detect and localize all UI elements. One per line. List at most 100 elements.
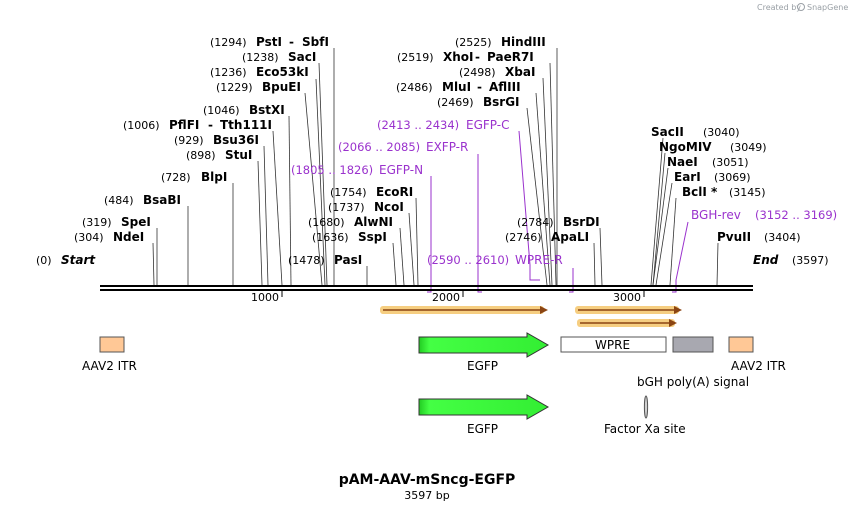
connector-bsu36i (263, 145, 269, 286)
connector-stui (257, 160, 263, 286)
site-name-bstxi[interactable]: BstXI (249, 103, 285, 117)
connector-bpuei (304, 92, 323, 286)
primer-range: (2590 .. 2610) (427, 253, 509, 267)
site-name-ecori[interactable]: EcoRI (376, 185, 413, 199)
site-name-blpi[interactable]: BlpI (201, 170, 227, 184)
site-separator: - (289, 35, 294, 49)
connector-ncoi (408, 212, 415, 286)
connector-sacii (650, 137, 664, 286)
site-name-sbfi[interactable]: SbfI (302, 35, 329, 49)
site-name-bsabi[interactable]: BsaBI (143, 193, 181, 207)
site-name-tth111i[interactable]: Tth111I (220, 118, 272, 132)
site-name-bsu36i[interactable]: Bsu36I (213, 133, 259, 147)
site-connectors (152, 48, 719, 286)
site-name-xhoi[interactable]: XhoI (443, 50, 474, 64)
site-name-sspi[interactable]: SspI (358, 230, 387, 244)
orf-arrows (380, 306, 682, 327)
site-pos: (728) (161, 171, 191, 184)
site-name-stui[interactable]: StuI (225, 148, 252, 162)
site-name-afliii[interactable]: AflIII (489, 80, 521, 94)
primer-name-wpre-r[interactable]: WPRE-R (515, 253, 563, 267)
primer-name-egfp-n[interactable]: EGFP-N (379, 163, 423, 177)
site-pos: (304) (74, 231, 104, 244)
site-name-eari[interactable]: EarI (674, 170, 701, 184)
feature-factor-xa-site[interactable]: Factor Xa site (604, 395, 686, 436)
start-marker: (0) Start (36, 253, 96, 267)
site-pos: (1478) (288, 254, 325, 267)
connector-ngomiv (652, 152, 666, 286)
site-name-naei[interactable]: NaeI (667, 155, 698, 169)
site-pos: (1737) (328, 201, 365, 214)
feature-label: WPRE (595, 338, 630, 352)
feature-label: AAV2 ITR (82, 359, 137, 373)
site-name-hindiii[interactable]: HindIII (501, 35, 546, 49)
site-name-pflfi[interactable]: PflFI (169, 118, 199, 132)
site-name-alwni[interactable]: AlwNI (354, 215, 393, 229)
site-name-ngomiv[interactable]: NgoMIV (659, 140, 712, 154)
primer-labels: (2413 .. 2434) EGFP-C (2066 .. 2085) EXF… (291, 118, 837, 267)
feature-label: EGFP (467, 422, 498, 436)
feature-egfp-2[interactable]: EGFP (418, 394, 550, 436)
site-pos: (2498) (459, 66, 496, 79)
site-name-bsrdi[interactable]: BsrDI (563, 215, 600, 229)
site-name-apali[interactable]: ApaLI (551, 230, 589, 244)
map-title-block: pAM-AAV-mSncg-EGFP 3597 bp (339, 472, 516, 502)
end-position: (3597) (792, 254, 829, 267)
site-name-eco53ki[interactable]: Eco53kI (256, 65, 309, 79)
site-separator: - (477, 80, 482, 94)
feature-aav2-itr-left[interactable]: AAV2 ITR (82, 336, 137, 373)
connector-bstxi (288, 115, 292, 286)
map-length: 3597 bp (404, 489, 449, 502)
orf-arrow[interactable] (577, 319, 677, 327)
connector-xbai (542, 77, 553, 286)
site-name-bsrgi[interactable]: BsrGI (483, 95, 520, 109)
site-pos: (1636) (312, 231, 349, 244)
primer-name-bgh-rev[interactable]: BGH-rev (691, 208, 741, 222)
feature-egfp[interactable]: EGFP (418, 332, 550, 373)
backbone-bottom-strand (100, 289, 753, 291)
site-name-xbai[interactable]: XbaI (505, 65, 535, 79)
site-name-spei[interactable]: SpeI (121, 215, 151, 229)
end-marker: End (3597) (753, 253, 829, 267)
backbone-top-strand (100, 285, 753, 287)
site-pos: (929) (174, 134, 204, 147)
site-name-bpuei[interactable]: BpuEI (262, 80, 301, 94)
orf-arrow[interactable] (575, 306, 682, 314)
site-name-pvuii[interactable]: PvuII (717, 230, 751, 244)
site-name-saci[interactable]: SacI (288, 50, 316, 64)
site-name-paer7i[interactable]: PaeR7I (487, 50, 534, 64)
ruler-label-1000: 1000 (251, 291, 279, 304)
feature-aav2-itr-right[interactable]: AAV2 ITR (728, 336, 786, 373)
site-labels-left: (1294) PstI - SbfI (1238) SacI (1236) Ec… (74, 35, 329, 244)
features: AAV2 ITR EGFP WPRE bGH poly(A) signal AA… (82, 332, 786, 436)
site-name-ncoi[interactable]: NcoI (374, 200, 404, 214)
connector-exfp-r (477, 154, 482, 293)
site-name-psti[interactable]: PstI (256, 35, 282, 49)
site-pos: (3069) (714, 171, 751, 184)
feature-wpre[interactable]: WPRE (560, 336, 667, 353)
feature-label: Factor Xa site (604, 422, 686, 436)
site-name-pasi[interactable]: PasI (334, 253, 362, 267)
feature-bgh-polya[interactable]: bGH poly(A) signal (637, 336, 749, 389)
site-name-ndei[interactable]: NdeI (113, 230, 144, 244)
connector-ecori (415, 197, 419, 286)
site-name-sacii[interactable]: SacII (651, 125, 684, 139)
site-pos: (1238) (242, 51, 279, 64)
orf-arrowhead-icon (669, 319, 677, 327)
primer-name-egfp-c[interactable]: EGFP-C (466, 118, 509, 132)
site-name-bcli[interactable]: BclI * (682, 185, 718, 199)
feature-label: EGFP (467, 359, 498, 373)
snapgene-brand: Created by SnapGene (757, 3, 848, 12)
connector-egfp-n (427, 176, 432, 293)
primer-name-exfp-r[interactable]: EXFP-R (426, 140, 468, 154)
orf-arrowhead-icon (674, 306, 682, 314)
site-pos: (1754) (330, 186, 367, 199)
orf-arrow[interactable] (380, 306, 548, 314)
site-pos: (2469) (437, 96, 474, 109)
site-pos: (1294) (210, 36, 247, 49)
site-name-mlui[interactable]: MluI (442, 80, 471, 94)
site-pos: (1229) (216, 81, 253, 94)
feature-label: AAV2 ITR (731, 359, 786, 373)
site-pos: (3040) (703, 126, 740, 139)
